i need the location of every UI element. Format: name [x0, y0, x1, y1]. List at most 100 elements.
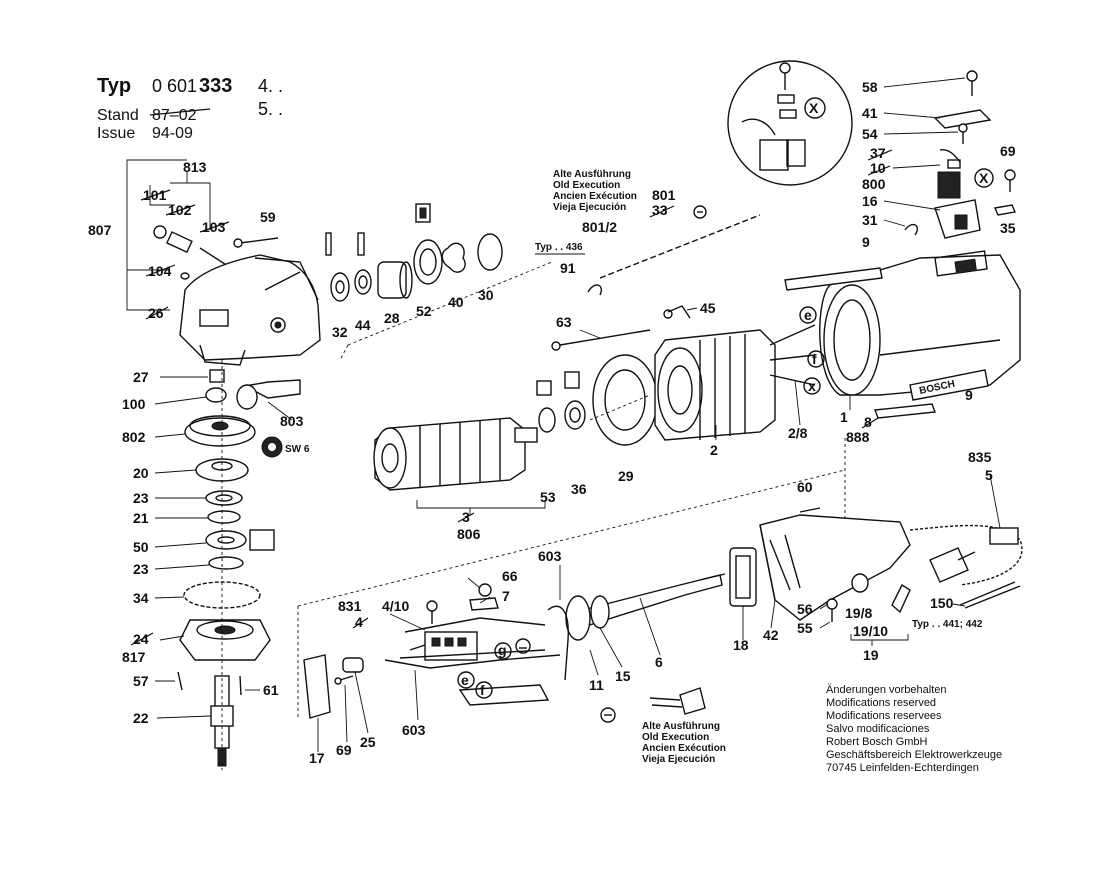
- label-18: 18: [733, 637, 749, 653]
- label-801: 801: [652, 187, 676, 203]
- note-line-5: Robert Bosch GmbH: [826, 736, 928, 748]
- label-60: 60: [797, 479, 813, 495]
- cable-guard-assembly: [547, 573, 726, 681]
- label-800: 800: [862, 176, 886, 192]
- label-15: 15: [615, 668, 631, 684]
- label-25: 25: [360, 734, 376, 750]
- label-44: 44: [355, 317, 371, 333]
- note-line-7: 70745 Leinfelden-Echterdingen: [826, 762, 979, 774]
- circle-e: e: [804, 307, 812, 323]
- label-801-2: 801/2: [582, 219, 617, 235]
- stand-strikethrough: [149, 108, 211, 116]
- label-23-upper: 23: [133, 490, 149, 506]
- label-sw6: SW 6: [285, 444, 310, 455]
- notes-block: Änderungen vorbehalten Modifications res…: [826, 684, 1002, 774]
- label-91: 91: [560, 260, 576, 276]
- stator-assembly: [551, 305, 816, 441]
- detail-x-inset: X: [727, 60, 853, 186]
- label-9-bottom: 9: [965, 387, 973, 403]
- label-63: 63: [556, 314, 572, 330]
- label-19-10: 19/10: [853, 623, 888, 639]
- old-exec-top-de: Alte Ausführung: [553, 169, 631, 180]
- old-exec-bottom-es: Vieja Ejecución: [642, 754, 715, 765]
- circle-e-bottom: e: [461, 672, 469, 688]
- label-41: 41: [862, 105, 878, 121]
- old-exec-top-fr: Ancien Exécution: [553, 191, 637, 202]
- label-4-10: 4/10: [382, 598, 409, 614]
- assembly-lines: [297, 261, 846, 720]
- label-8: 8: [864, 414, 872, 430]
- label-32: 32: [332, 324, 348, 340]
- old-exec-top-en: Old Execution: [553, 180, 620, 191]
- leader-lines: [154, 77, 1001, 752]
- label-34: 34: [133, 590, 149, 606]
- typ-436-note: Typ . . 436: [535, 242, 583, 253]
- label-19-8: 19/8: [845, 605, 872, 621]
- stand-label: Stand: [97, 107, 139, 124]
- typ-441-442-note: Typ . . 441; 442: [912, 619, 983, 630]
- label-1: 1: [840, 409, 848, 425]
- label-28: 28: [384, 310, 400, 326]
- label-69-top: 69: [1000, 143, 1016, 159]
- label-66: 66: [502, 568, 518, 584]
- circle-f: f: [812, 351, 817, 367]
- label-69-bottom: 69: [336, 742, 352, 758]
- label-53: 53: [540, 489, 556, 505]
- note-line-2: Modifications reserved: [826, 697, 936, 709]
- old-exec-top-es: Vieja Ejecución: [553, 202, 626, 213]
- label-45: 45: [700, 300, 716, 316]
- old-exec-bottom-fr: Ancien Exécution: [642, 743, 726, 754]
- label-17: 17: [309, 750, 325, 766]
- note-line-1: Änderungen vorbehalten: [826, 684, 946, 696]
- old-exec-bottom-de: Alte Ausführung: [642, 721, 720, 732]
- typ-label: Typ: [97, 75, 131, 97]
- note-line-4: Salvo modificaciones: [826, 723, 930, 735]
- typ-variant-1: 4. .: [258, 76, 283, 96]
- circle-g-bottom: g: [498, 642, 507, 658]
- label-21: 21: [133, 510, 149, 526]
- label-802: 802: [122, 429, 146, 445]
- label-603-lower: 603: [402, 722, 426, 738]
- label-23-lower: 23: [133, 561, 149, 577]
- label-603-upper: 603: [538, 548, 562, 564]
- gear-head-assembly: [126, 159, 503, 770]
- typ-number-main: 333: [199, 75, 232, 97]
- switch-wiring-assembly: g e f: [303, 583, 706, 723]
- label-5: 5: [985, 467, 993, 483]
- label-831: 831: [338, 598, 362, 614]
- label-7: 7: [502, 588, 510, 604]
- detail-x-right-label: X: [979, 170, 989, 186]
- label-61: 61: [263, 682, 279, 698]
- label-57: 57: [133, 673, 149, 689]
- label-2: 2: [710, 442, 718, 458]
- label-19: 19: [863, 647, 879, 663]
- label-40: 40: [448, 294, 464, 310]
- label-56: 56: [797, 601, 813, 617]
- stand-value: 87–02: [152, 107, 197, 124]
- note-line-6: Geschäftsbereich Elektrowerkzeuge: [826, 749, 1002, 761]
- armature-assembly: [373, 354, 658, 515]
- label-52: 52: [416, 303, 432, 319]
- label-888: 888: [846, 429, 870, 445]
- motor-housing: BOSCH: [784, 250, 1021, 419]
- label-59: 59: [260, 209, 276, 225]
- label-11: 11: [589, 677, 604, 693]
- typ-number-prefix: 0 601: [152, 76, 197, 96]
- label-9-top: 9: [862, 234, 870, 250]
- issue-value: 94-09: [152, 125, 193, 142]
- label-31: 31: [862, 212, 878, 228]
- label-54: 54: [862, 126, 878, 142]
- label-50: 50: [133, 539, 149, 555]
- detail-x-label: X: [809, 100, 819, 116]
- label-42: 42: [763, 627, 779, 643]
- old-exec-bottom-en: Old Execution: [642, 732, 709, 743]
- label-35: 35: [1000, 220, 1016, 236]
- label-4: 4: [355, 614, 363, 630]
- label-55: 55: [797, 620, 813, 636]
- label-6: 6: [655, 654, 663, 670]
- label-817: 817: [122, 649, 146, 665]
- label-2-8: 2/8: [788, 425, 808, 441]
- label-150: 150: [930, 595, 954, 611]
- label-835: 835: [968, 449, 992, 465]
